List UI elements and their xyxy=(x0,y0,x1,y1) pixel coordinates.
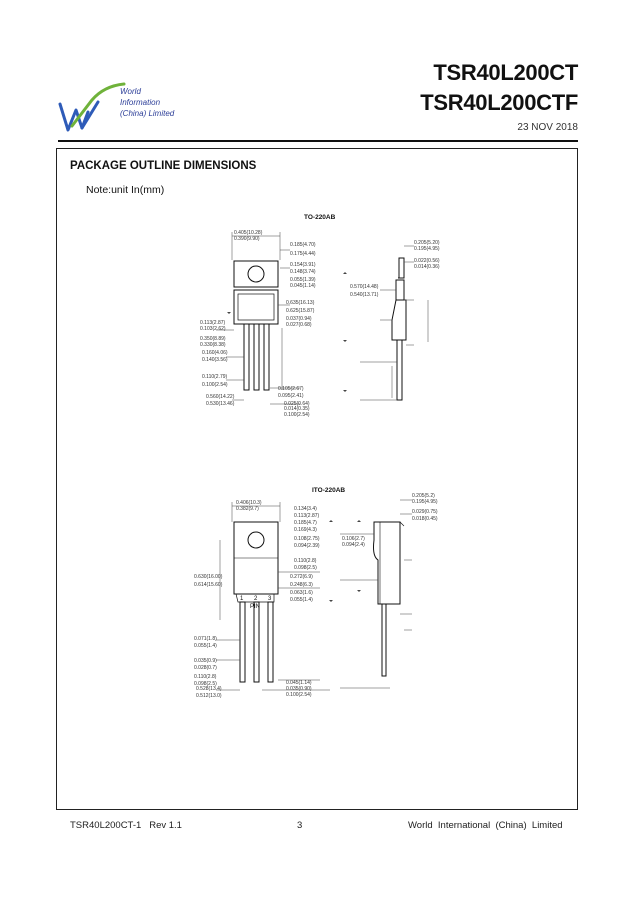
ito220ab-side-dim-c1: 0.106(2.7) xyxy=(342,536,365,542)
to220ab-dim-m1: 0.025(0.64) xyxy=(284,401,310,407)
section-title: PACKAGE OUTLINE DIMENSIONS xyxy=(70,160,257,172)
to220ab-side-view xyxy=(391,257,407,401)
ito220ab-dim-f2: 0.248(6.3) xyxy=(290,582,313,588)
package-label-to220ab: TO-220AB xyxy=(304,214,336,221)
ito220ab-dim-l2: 0.512(13.0) xyxy=(196,693,222,699)
ito220ab-dim-b2: 0.113(2.87) xyxy=(294,513,320,519)
to220ab-arrows xyxy=(227,272,347,392)
to220ab-dim-j1: 0.037(0.94) xyxy=(286,316,312,322)
ito220ab-dim-k2: 0.098(2.5) xyxy=(194,681,217,687)
to220ab-dim-h2: 0.140(3.56) xyxy=(202,357,228,363)
part-number-1: TSR40L200CT xyxy=(433,60,578,85)
ito220ab-pin-2: 2 xyxy=(254,596,258,602)
company-logo xyxy=(58,82,126,132)
to220ab-dim-e1: 0.113(2.87) xyxy=(200,320,226,326)
to220ab-dimension-lines xyxy=(216,232,300,405)
to220ab-side-dim-b1: 0.022(0.56) xyxy=(414,258,440,264)
ito220ab-side-dimension-lines xyxy=(340,499,412,689)
ito220ab-dim-d1: 0.108(2.75) xyxy=(294,536,320,542)
to220ab-dim-c2: 0.148(3.74) xyxy=(290,269,316,275)
ito220ab-dim-h2: 0.055(1.4) xyxy=(290,597,313,603)
package-label-ito220ab: ITO-220AB xyxy=(312,487,346,494)
to220ab-dim-i1: 0.110(2.79) xyxy=(202,374,228,380)
footer-page-number: 3 xyxy=(297,820,303,831)
ito220ab-side-dim-b2: 0.018(0.45) xyxy=(412,516,438,522)
to220ab-dim-h1: 0.160(4.06) xyxy=(202,350,228,356)
ito220ab-side-dim-c2: 0.094(2.4) xyxy=(342,542,365,548)
to220ab-dim-g1: 0.350(8.89) xyxy=(200,336,226,342)
ito220ab-dim-m2: 0.035(0.90) xyxy=(286,686,312,692)
content-frame xyxy=(56,148,578,810)
to220ab-dim-k1: 0.560(14.22) xyxy=(206,394,235,400)
to220ab-dim-n1: 0.100(2.54) xyxy=(284,412,310,418)
ito220ab-side-view xyxy=(373,521,405,677)
to220ab-front-view xyxy=(233,260,279,391)
document-date: 23 NOV 2018 xyxy=(517,122,578,133)
to220ab-side-dim-b2: 0.014(0.36) xyxy=(414,264,440,270)
to220ab-dim-d2: 0.045(1.14) xyxy=(290,283,316,289)
ito220ab-pin-labels: 1 2 3 PIN xyxy=(240,596,272,610)
ito220ab-arrows xyxy=(329,520,361,602)
ito220ab-dim-c1: 0.185(4.7) xyxy=(294,520,317,526)
ito220ab-dim-a1: 0.406(10.3) xyxy=(236,500,262,506)
ito220ab-dim-k1: 0.110(2.8) xyxy=(194,674,217,680)
to220ab-side-dim-c1: 0.570(14.48) xyxy=(350,284,379,290)
to220ab-dim-b1: 0.185(4.70) xyxy=(290,242,316,248)
to220ab-dim-f1: 0.635(16.13) xyxy=(286,300,315,306)
ito220ab-dim-j2: 0.028(0.7) xyxy=(194,665,217,671)
ito220ab-dim-e2: 0.098(2.5) xyxy=(294,565,317,571)
to220ab-dim-l1: 0.105(2.67) xyxy=(278,386,304,392)
to220ab-dim-k2: 0.530(13.46) xyxy=(206,401,235,407)
ito220ab-dim-h1: 0.063(1.6) xyxy=(290,590,313,596)
ito220ab-side-dim-a1: 0.205(5.2) xyxy=(412,493,435,499)
ito220ab-pin-1: 1 xyxy=(240,596,244,602)
to220ab-dim-b2: 0.175(4.44) xyxy=(290,251,316,257)
footer-company: World International (China) Limited xyxy=(408,820,563,831)
ito220ab-dim-g1: 0.630(16.00) xyxy=(194,574,223,580)
ito220ab-dim-i2: 0.055(1.4) xyxy=(194,643,217,649)
ito220ab-dim-g2: 0.614(15.60) xyxy=(194,582,223,588)
ito220ab-dim-c2: 0.169(4.3) xyxy=(294,527,317,533)
footer-doc-id: TSR40L200CT-1 Rev 1.1 xyxy=(70,820,182,831)
ito220ab-dim-e1: 0.110(2.8) xyxy=(294,558,317,564)
ito220ab-side-dim-b1: 0.029(0.75) xyxy=(412,509,438,515)
ito220ab-dim-b1: 0.134(3.4) xyxy=(294,506,317,512)
to220ab-side-dim-a2: 0.195(4.95) xyxy=(414,246,440,252)
to220ab-side-dimension-lines xyxy=(360,245,429,401)
to220ab-dim-e2: 0.103(2.62) xyxy=(200,326,226,332)
to220ab-dim-c1: 0.154(3.91) xyxy=(290,262,316,268)
ito220ab-dim-n1: 0.100(2.54) xyxy=(286,692,312,698)
ito220ab-pin-label: PIN xyxy=(250,604,260,610)
to220ab-dim-d1: 0.055(1.39) xyxy=(290,277,316,283)
company-name: World Information (China) Limited xyxy=(120,87,175,118)
ito220ab-dim-i1: 0.071(1.8) xyxy=(194,636,217,642)
to220ab-side-dim-a1: 0.205(5.20) xyxy=(414,240,440,246)
ito220ab-side-dim-a2: 0.195(4.95) xyxy=(412,499,438,505)
to220ab-dim-j2: 0.027(0.68) xyxy=(286,322,312,328)
ito220ab-dimension-lines xyxy=(216,502,330,691)
header-rule xyxy=(58,140,578,142)
ito220ab-dim-f1: 0.272(6.9) xyxy=(290,574,313,580)
ito220ab-dim-j1: 0.035(0.9) xyxy=(194,658,217,664)
to220ab-dim-a2: 0.390(9.90) xyxy=(234,236,260,242)
to220ab-dim-f2: 0.625(15.87) xyxy=(286,308,315,314)
ito220ab-dim-d2: 0.094(2.39) xyxy=(294,543,320,549)
ito220ab-dim-labels: 0.406(10.3) 0.382(9.7) 0.134(3.4) 0.113(… xyxy=(194,493,438,699)
part-number-2: TSR40L200CTF xyxy=(420,90,578,115)
to220ab-dim-l2: 0.095(2.41) xyxy=(278,393,304,399)
to220ab-dim-g2: 0.330(8.38) xyxy=(200,342,226,348)
to220ab-dim-labels: 0.405(10.28) 0.390(9.90) 0.185(4.70) 0.1… xyxy=(200,230,440,418)
to220ab-dim-m2: 0.014(0.35) xyxy=(284,406,310,412)
ito220ab-dim-l1: 0.528(13.4) xyxy=(196,686,222,692)
ito220ab-front-view xyxy=(233,521,279,683)
unit-note: Note:unit In(mm) xyxy=(86,184,165,196)
to220ab-dim-i2: 0.100(2.54) xyxy=(202,382,228,388)
to220ab-side-dim-c2: 0.540(13.71) xyxy=(350,292,379,298)
ito220ab-dim-a2: 0.382(9.7) xyxy=(236,506,259,512)
ito220ab-dim-m1: 0.045(1.14) xyxy=(286,680,312,686)
to220ab-dim-a1: 0.405(10.28) xyxy=(234,230,263,236)
ito220ab-pin-3: 3 xyxy=(268,596,272,602)
